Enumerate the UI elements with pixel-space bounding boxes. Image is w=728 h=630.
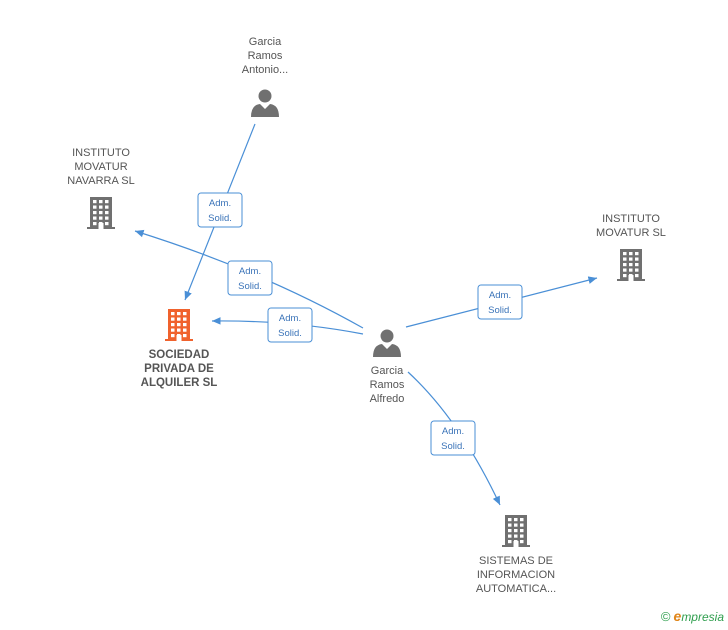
relation-label-p2-c_movatur[interactable]: Adm. Solid. xyxy=(477,284,523,320)
relation-label-box xyxy=(477,284,523,320)
person-icon xyxy=(373,329,401,357)
node-name-line: Garcia xyxy=(371,365,404,377)
node-name-line: INFORMACION xyxy=(477,569,555,581)
node-name-line: INSTITUTO xyxy=(602,213,660,225)
node-name-line: AUTOMATICA... xyxy=(476,583,556,595)
node-name-line: SOCIEDAD xyxy=(149,349,210,361)
node-name-line: NAVARRA SL xyxy=(67,175,134,187)
copyright-symbol: © xyxy=(660,609,671,624)
node-name-line: MOVATUR xyxy=(74,161,127,173)
relation-label-p1-c_main[interactable]: Adm. Solid. xyxy=(197,192,243,228)
company-node-c_movatur[interactable]: INSTITUTO MOVATUR SL xyxy=(596,213,666,281)
relation-label-box xyxy=(227,260,273,296)
relation-label-p2-c_main[interactable]: Adm. Solid. xyxy=(267,307,313,343)
empresia-logo: ©empresia xyxy=(661,608,724,624)
relation-label-line: Adm. xyxy=(279,313,301,324)
node-name-line: Garcia xyxy=(249,36,282,48)
node-name-line: Ramos xyxy=(370,379,405,391)
building-icon xyxy=(165,309,193,341)
brand-name: mpresia xyxy=(681,610,724,624)
node-name-line: Alfredo xyxy=(370,393,405,405)
person-node-p1[interactable]: GarciaRamosAntonio... xyxy=(242,36,288,117)
brand-initial: e xyxy=(673,608,682,624)
relation-label-line: Solid. xyxy=(238,281,262,292)
relation-label-line: Adm. xyxy=(442,426,464,437)
building-icon xyxy=(502,515,530,547)
relation-label-p2-c_navarra[interactable]: Adm. Solid. xyxy=(227,260,273,296)
relation-label-line: Adm. xyxy=(239,266,261,277)
building-icon xyxy=(617,249,645,281)
node-name-line: SISTEMAS DE xyxy=(479,555,553,567)
relation-label-line: Solid. xyxy=(441,441,465,452)
relation-label-line: Solid. xyxy=(488,305,512,316)
node-name-line: Ramos xyxy=(248,50,283,62)
company-node-c_sistemas[interactable]: SISTEMAS DE INFORMACION AUTOMATICA... xyxy=(476,515,556,595)
relation-label-line: Solid. xyxy=(208,213,232,224)
building-icon xyxy=(87,197,115,229)
relation-label-line: Solid. xyxy=(278,328,302,339)
company-node-c_main[interactable]: SOCIEDAD PRIVADA DE ALQUILER SL xyxy=(141,309,218,389)
relation-label-p2-c_sistemas[interactable]: Adm. Solid. xyxy=(430,420,476,456)
relation-label-line: Adm. xyxy=(209,198,231,209)
company-node-c_navarra[interactable]: INSTITUTO MOVATUR NAVARRA SL xyxy=(67,147,135,229)
node-name-line: Antonio... xyxy=(242,64,288,76)
node-name-line: ALQUILER SL xyxy=(141,377,218,389)
relation-label-box xyxy=(267,307,313,343)
relation-label-line: Adm. xyxy=(489,290,511,301)
node-name-line: PRIVADA DE xyxy=(144,363,214,375)
relation-label-box xyxy=(430,420,476,456)
person-icon xyxy=(251,89,279,117)
node-name-line: MOVATUR SL xyxy=(596,227,666,239)
node-name-line: INSTITUTO xyxy=(72,147,130,159)
relation-label-box xyxy=(197,192,243,228)
